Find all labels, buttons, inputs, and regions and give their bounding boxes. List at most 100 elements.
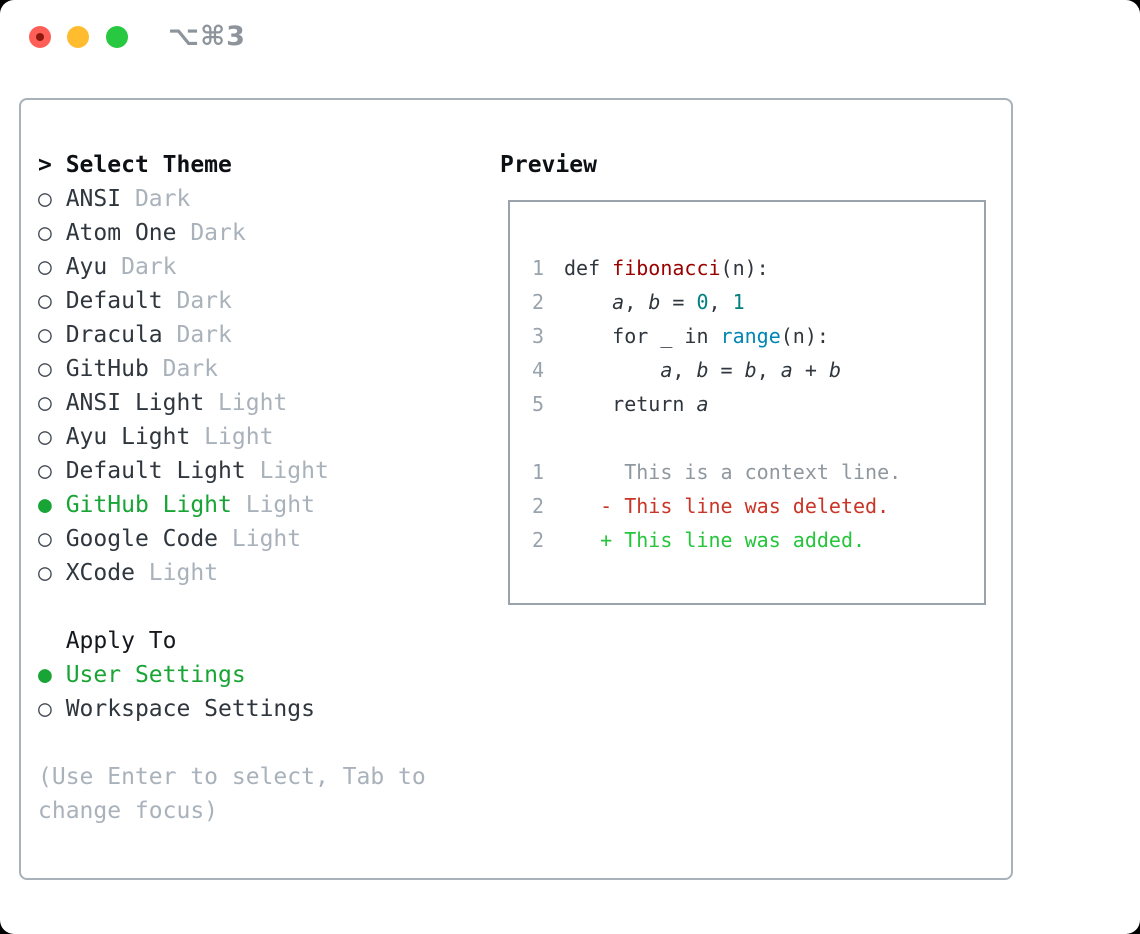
preview-box: 1 def fibonacci(n): 2 a, b = 0, 1 3 for _ i… <box>508 200 986 605</box>
code-token-plain: for _ in <box>564 324 721 348</box>
hint-text-line: change focus) <box>38 798 219 824</box>
theme-option-ansi[interactable]: ○ ANSI Dark <box>38 182 426 216</box>
theme-option-github-light[interactable]: ● GitHub Light Light <box>38 488 426 522</box>
window-title: ⌥⌘3 <box>168 21 246 52</box>
code-token-var: a <box>696 392 709 416</box>
theme-option-dracula[interactable]: ○ Dracula Dark <box>38 318 426 352</box>
theme-name-label: Default Light <box>65 458 246 484</box>
line-number: 4 <box>532 358 545 382</box>
code-token-var: a <box>612 290 625 314</box>
theme-name-label: Ayu Light <box>65 424 191 450</box>
radio-selected-icon: ● <box>38 662 66 688</box>
titlebar: ⌥⌘3 <box>0 0 1140 75</box>
theme-name-label: GitHub <box>65 356 149 382</box>
theme-variant-label: Dark <box>107 254 177 280</box>
theme-option-ayu-light[interactable]: ○ Ayu Light Light <box>38 420 426 454</box>
code-token-var: a <box>660 358 673 382</box>
radio-icon: ○ <box>38 356 66 382</box>
radio-icon: ○ <box>38 560 66 586</box>
theme-option-github[interactable]: ○ GitHub Dark <box>38 352 426 386</box>
code-token-plain: , <box>756 358 781 382</box>
apply-option-workspace-settings[interactable]: ○ Workspace Settings <box>38 692 426 726</box>
cursor-icon: > <box>38 152 66 178</box>
apply-to-heading-label: Apply To <box>38 628 177 654</box>
apply-option-label: Workspace Settings <box>65 696 315 722</box>
diff-added-line: 2 + This line was added. <box>532 523 984 557</box>
spacer <box>38 726 426 760</box>
apply-option-user-settings[interactable]: ● User Settings <box>38 658 426 692</box>
hint-text-line: (Use Enter to select, Tab to <box>38 764 426 790</box>
theme-option-ayu[interactable]: ○ Ayu Dark <box>38 250 426 284</box>
line-number: 2 <box>532 290 545 314</box>
theme-name-label: Atom One <box>65 220 177 246</box>
radio-icon: ○ <box>38 220 66 246</box>
theme-variant-label: Light <box>218 526 302 552</box>
code-token-plain: , <box>672 358 697 382</box>
code-token-plain <box>564 528 600 552</box>
theme-name-label: XCode <box>65 560 135 586</box>
code-token-add: + This line was added. <box>600 528 866 552</box>
code-token-var: b <box>696 358 709 382</box>
code-token-var: b <box>828 358 841 382</box>
theme-variant-label: Dark <box>176 220 246 246</box>
theme-variant-label: Dark <box>148 356 219 382</box>
code-token-var: b <box>648 290 661 314</box>
radio-selected-icon: ● <box>38 492 66 518</box>
code-token-num: 1 <box>732 290 745 314</box>
theme-variant-label: Dark <box>162 322 232 348</box>
diff-deleted-line: 2 - This line was deleted. <box>532 489 984 523</box>
diff-context-line: 1 This is a context line. <box>532 455 984 489</box>
code-token-plain: (n): <box>720 256 769 280</box>
code-token-builtin: range <box>720 324 781 348</box>
radio-icon: ○ <box>38 424 66 450</box>
code-token-plain: = <box>660 290 697 314</box>
zoom-button[interactable] <box>106 26 128 48</box>
theme-option-default-light[interactable]: ○ Default Light Light <box>38 454 426 488</box>
code-token-plain: , <box>624 290 649 314</box>
theme-option-default[interactable]: ○ Default Dark <box>38 284 426 318</box>
code-token-var: b <box>744 358 757 382</box>
code-token-var: a <box>780 358 793 382</box>
theme-variant-label: Dark <box>121 186 191 212</box>
line-number: 1 <box>532 256 545 280</box>
close-button[interactable] <box>29 26 51 48</box>
code-token-ctx: This is a context line. <box>564 460 902 484</box>
radio-icon: ○ <box>38 526 66 552</box>
line-number: 3 <box>532 324 545 348</box>
code-token-num: 0 <box>696 290 709 314</box>
radio-icon: ○ <box>38 390 66 416</box>
select-theme-heading: > Select Theme <box>38 148 426 182</box>
apply-to-heading: Apply To <box>38 624 426 658</box>
minimize-button[interactable] <box>67 26 89 48</box>
code-token-plain: + <box>792 358 829 382</box>
code-line: 2 a, b = 0, 1 <box>532 285 984 319</box>
theme-variant-label: Light <box>231 492 315 518</box>
theme-name-label: ANSI <box>65 186 122 212</box>
theme-variant-label: Dark <box>162 288 232 314</box>
code-token-plain: def <box>564 256 613 280</box>
code-token-del: - This line was deleted. <box>600 494 890 518</box>
theme-option-atom-one[interactable]: ○ Atom One Dark <box>38 216 426 250</box>
theme-option-xcode[interactable]: ○ XCode Light <box>38 556 426 590</box>
code-line: 4 a, b = b, a + b <box>532 353 984 387</box>
line-number: 5 <box>532 392 545 416</box>
theme-list: > Select Theme○ ANSI Dark○ Atom One Dark… <box>38 148 426 828</box>
select-theme-heading-label: Select Theme <box>65 152 232 178</box>
line-number: 1 <box>532 460 545 484</box>
theme-option-ansi-light[interactable]: ○ ANSI Light Light <box>38 386 426 420</box>
spacer <box>38 590 426 624</box>
radio-icon: ○ <box>38 254 66 280</box>
theme-option-google-code[interactable]: ○ Google Code Light <box>38 522 426 556</box>
code-line: 5 return a <box>532 387 984 421</box>
radio-icon: ○ <box>38 288 66 314</box>
radio-icon: ○ <box>38 186 66 212</box>
hint-text: (Use Enter to select, Tab to <box>38 760 426 794</box>
theme-name-label: Default <box>65 288 163 314</box>
theme-name-label: Ayu <box>65 254 108 280</box>
theme-variant-label: Light <box>134 560 219 586</box>
code-token-plain: return <box>564 392 697 416</box>
code-token-func: fibonacci <box>612 256 721 280</box>
theme-name-label: Google Code <box>65 526 219 552</box>
theme-variant-label: Light <box>245 458 329 484</box>
